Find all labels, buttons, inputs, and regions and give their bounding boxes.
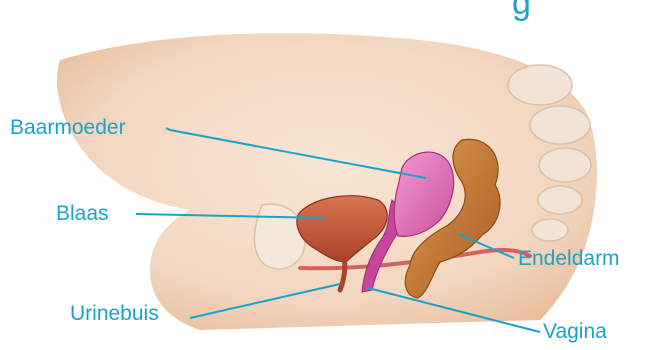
label-urinebuis: Urinebuis	[70, 302, 159, 326]
label-vagina: Vagina	[543, 320, 607, 344]
label-endeldarm: Endeldarm	[518, 247, 620, 271]
title-fragment: g	[512, 0, 531, 20]
label-blaas: Blaas	[56, 202, 109, 226]
label-baarmoeder: Baarmoeder	[10, 116, 126, 140]
